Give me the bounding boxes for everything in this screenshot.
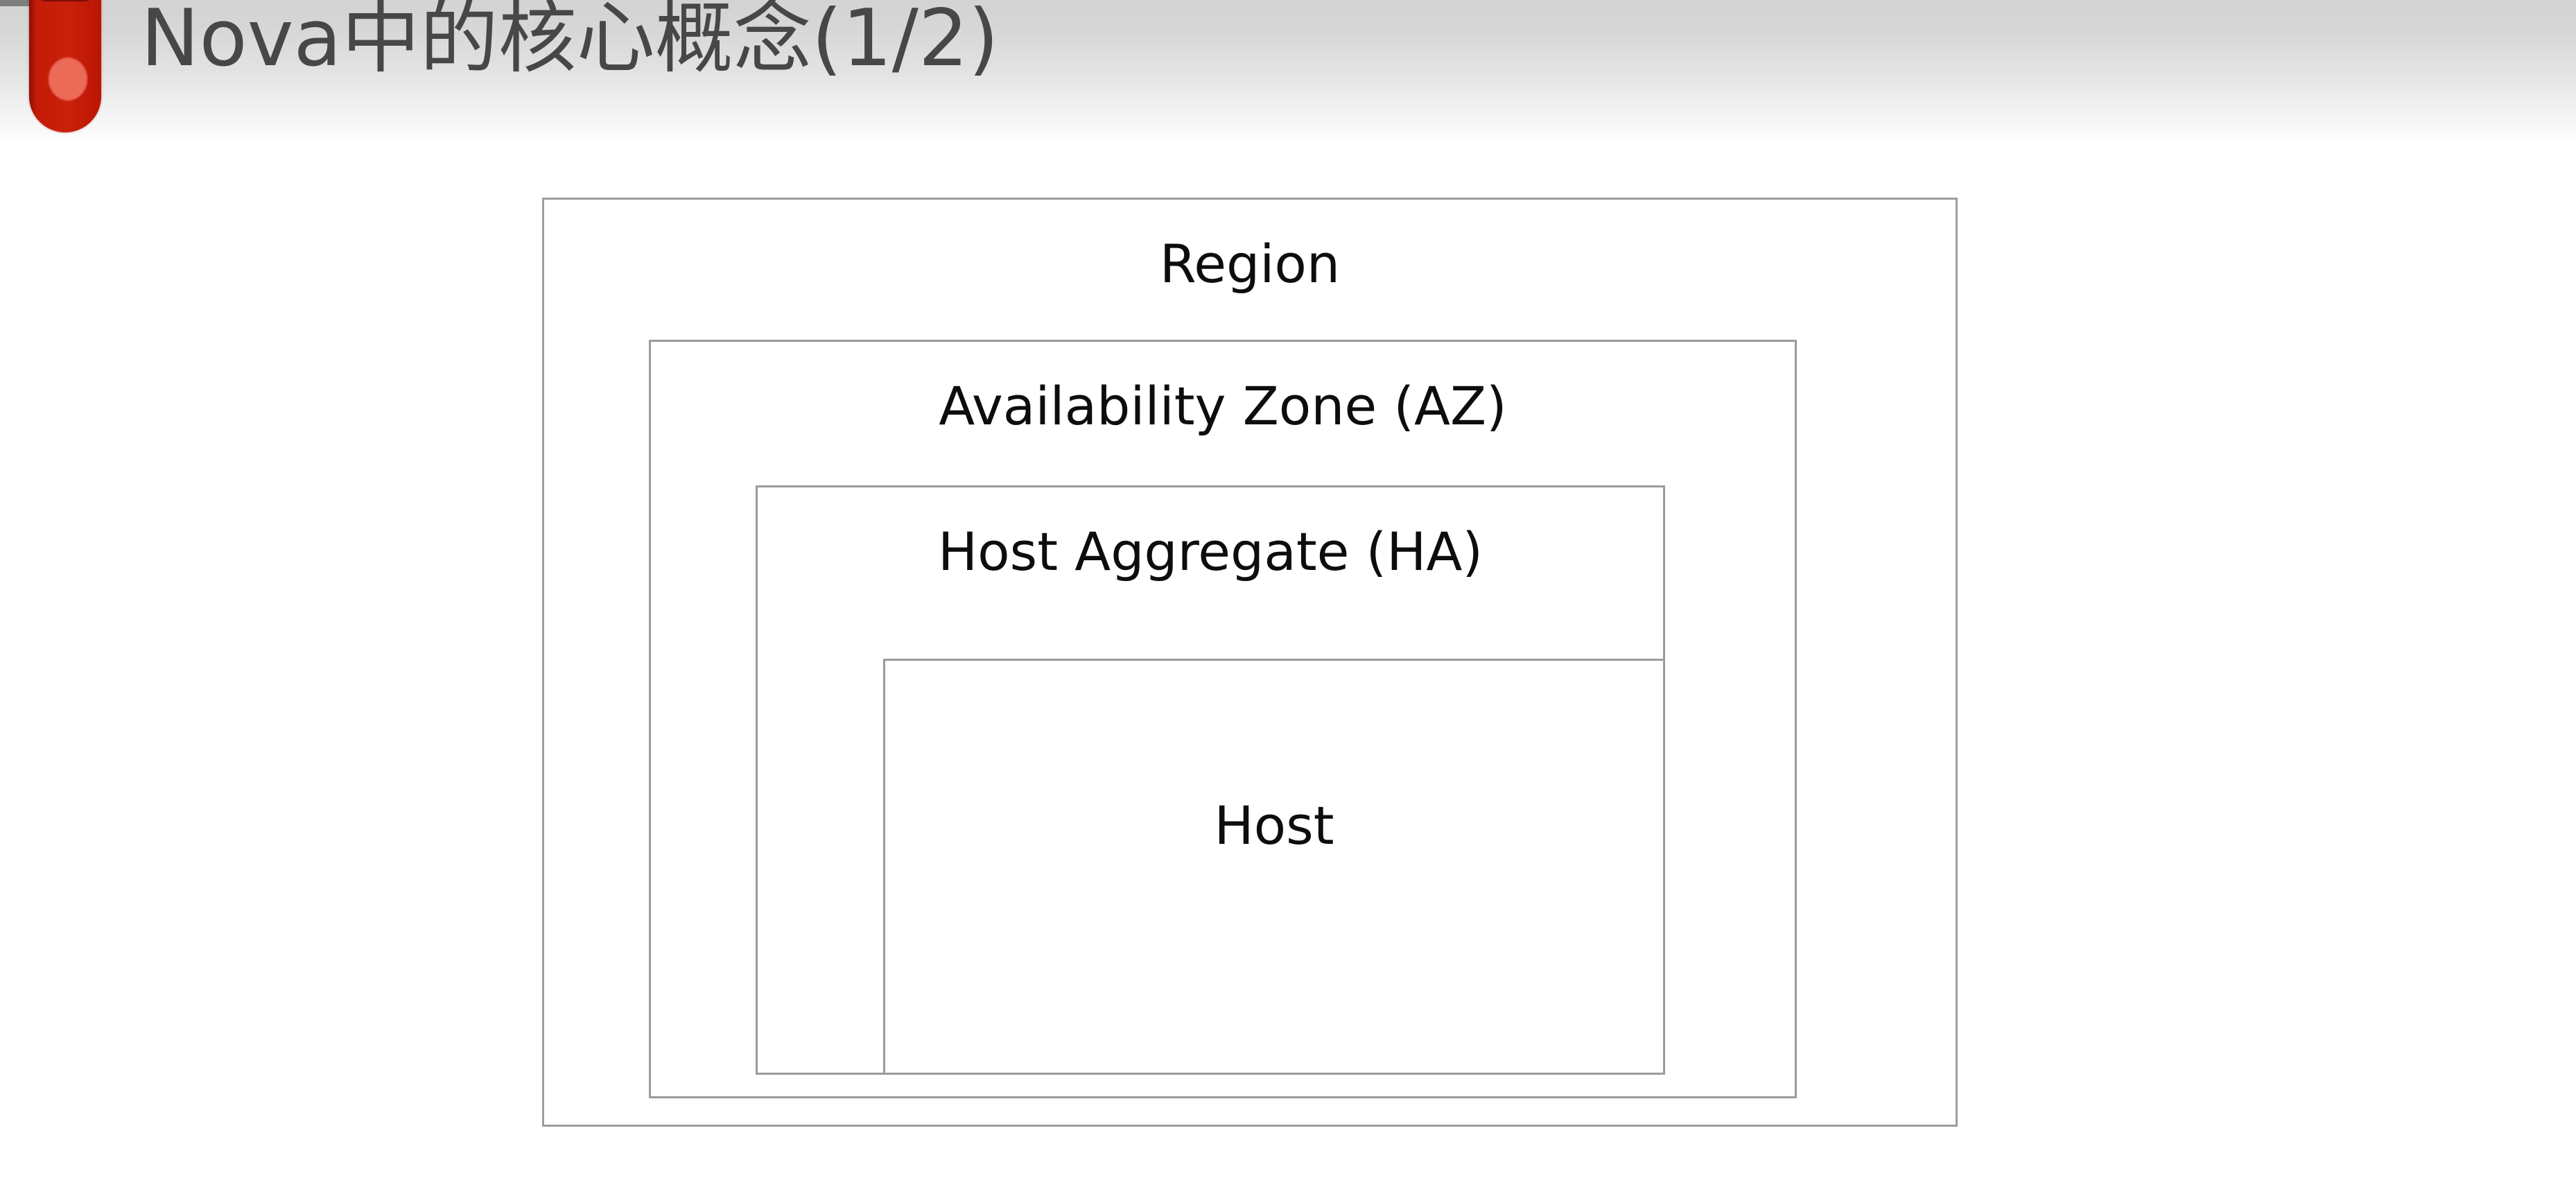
availability-zone-box-label: Availability Zone (AZ) [939,375,1507,437]
bookmark-inner-dot-icon [49,58,87,101]
red-bookmark-icon [29,0,101,132]
slide-header: Nova中的核心概念(1/2) [0,0,2576,146]
region-box-label: Region [1159,233,1341,295]
page-title: Nova中的核心概念(1/2) [141,0,999,84]
host-box: Host [883,659,1665,1075]
host-box-label: Host [1214,795,1334,856]
host-aggregate-box-label: Host Aggregate (HA) [938,521,1483,582]
